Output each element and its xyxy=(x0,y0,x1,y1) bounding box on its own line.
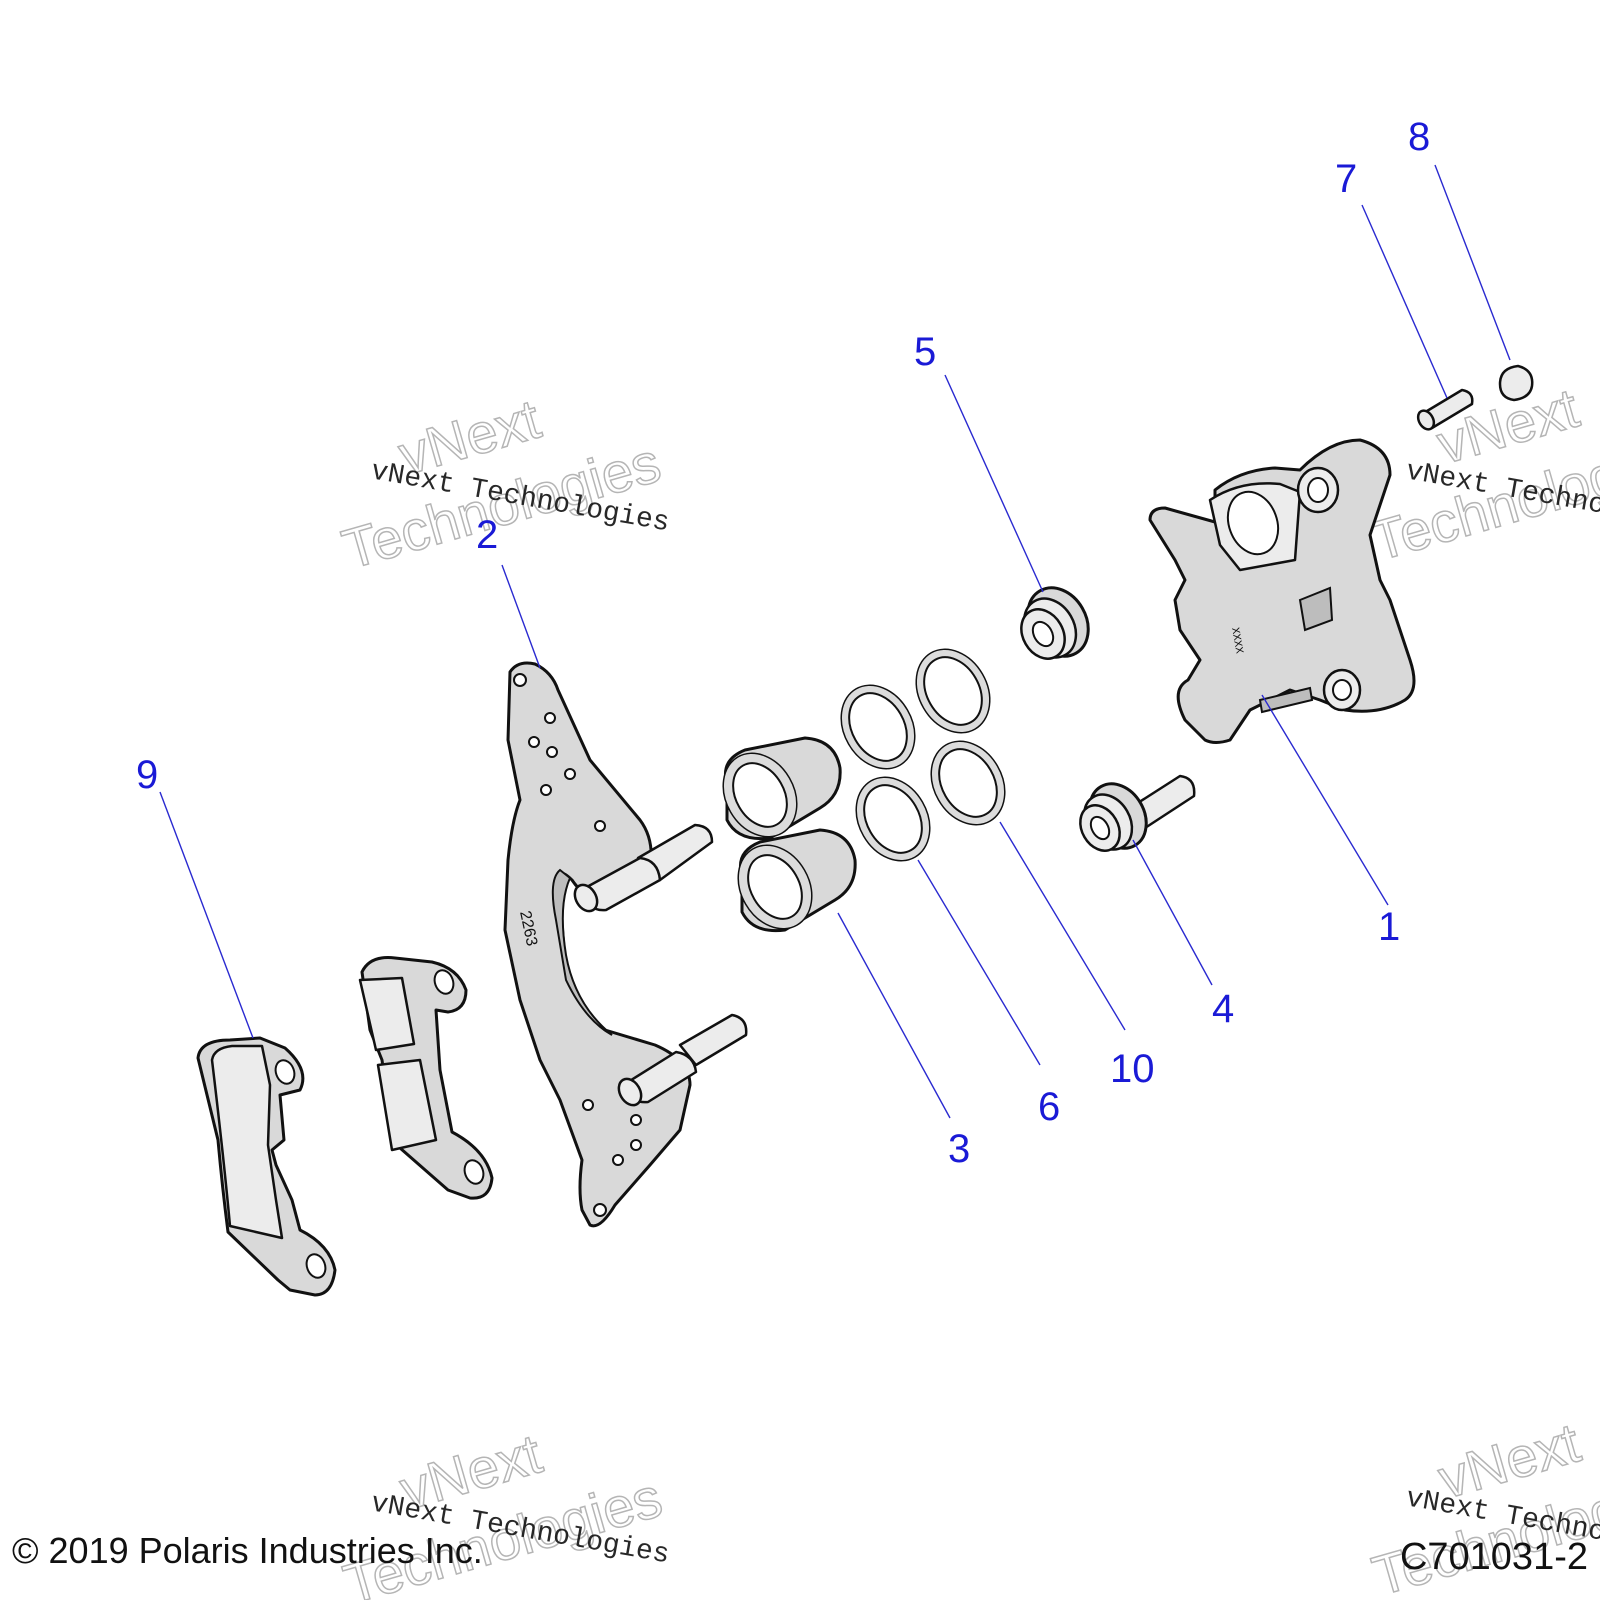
callout-2: 2 xyxy=(476,513,498,557)
callout-9: 9 xyxy=(136,753,158,797)
copyright-notice: © 2019 Polaris Industries Inc. xyxy=(12,1530,483,1571)
callout-4: 4 xyxy=(1212,987,1234,1031)
part-7-bleeder-screw xyxy=(1416,388,1474,431)
callout-7: 7 xyxy=(1335,157,1357,201)
part-4-slide-pin xyxy=(1079,774,1196,852)
part-6-piston-seals xyxy=(840,684,931,862)
part-1-caliper-housing: XXXX xyxy=(1148,438,1416,744)
part-2-caliper-bracket: 2263 xyxy=(503,661,748,1228)
part-9-outer-brake-pad xyxy=(196,1036,337,1297)
callout-5: 5 xyxy=(914,330,936,374)
part-5-boot xyxy=(1020,586,1090,660)
callout-3: 3 xyxy=(948,1127,970,1171)
part-3-pistons xyxy=(722,736,857,933)
leader-line-3 xyxy=(837,912,951,1119)
callout-6: 6 xyxy=(1038,1085,1060,1129)
callout-10: 10 xyxy=(1110,1047,1155,1091)
leader-line-2 xyxy=(501,564,541,669)
leader-lines xyxy=(159,164,1511,1119)
leader-line-6 xyxy=(917,859,1041,1066)
leader-line-1 xyxy=(1261,694,1389,906)
part-8-bleeder-cap xyxy=(1498,364,1534,402)
leader-line-5 xyxy=(944,374,1044,593)
leader-line-9 xyxy=(159,791,254,1039)
drawing-number: C701031-2 xyxy=(1399,1536,1588,1578)
leader-line-8 xyxy=(1434,164,1511,361)
caliper-engraving: XXXX xyxy=(1228,627,1244,655)
part-10-dust-seals xyxy=(915,648,1006,826)
leader-line-10 xyxy=(999,821,1126,1031)
inner-brake-pad xyxy=(358,956,494,1200)
leader-line-4 xyxy=(1132,839,1213,986)
callout-1: 1 xyxy=(1378,905,1400,949)
leader-line-7 xyxy=(1361,204,1448,399)
callout-8: 8 xyxy=(1408,115,1430,159)
callout-labels: 1 2 3 4 5 6 7 8 9 10 xyxy=(136,115,1430,1171)
